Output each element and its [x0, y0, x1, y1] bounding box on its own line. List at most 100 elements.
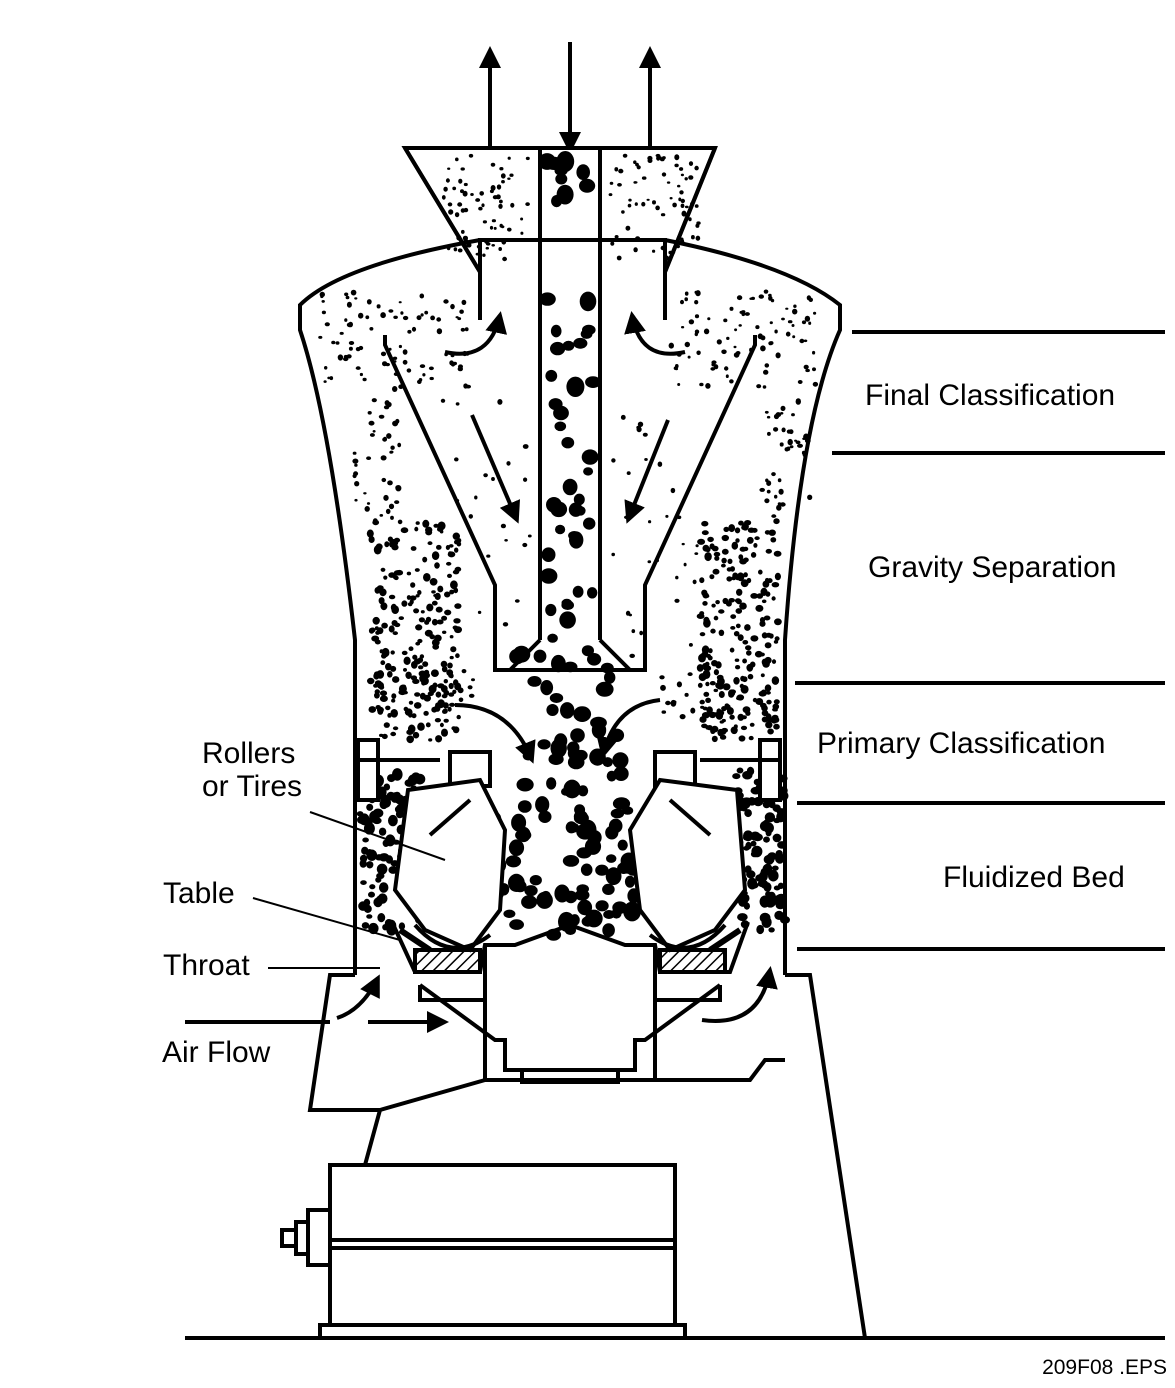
particle	[390, 445, 395, 450]
particle	[787, 438, 793, 446]
particle	[353, 471, 359, 476]
particle	[553, 405, 569, 421]
particle	[721, 557, 727, 564]
particle	[670, 250, 676, 255]
particle	[514, 599, 520, 603]
particle	[721, 349, 727, 355]
particle	[436, 328, 443, 335]
particle	[684, 297, 688, 302]
particle	[691, 235, 695, 240]
particle	[385, 362, 390, 367]
particle	[756, 384, 762, 389]
particle	[448, 544, 454, 548]
particle	[522, 542, 528, 548]
particle	[385, 508, 391, 515]
particle	[407, 329, 412, 334]
particle	[550, 341, 566, 356]
particle	[435, 735, 443, 743]
particle	[750, 635, 759, 642]
particle	[358, 312, 364, 319]
particle	[364, 506, 370, 512]
particle	[711, 603, 716, 608]
particle	[775, 352, 781, 359]
particle	[447, 573, 452, 579]
particle	[425, 529, 433, 536]
particle	[372, 616, 380, 625]
particle	[763, 836, 770, 843]
particle	[439, 722, 444, 728]
top-flow-arrows	[479, 42, 661, 154]
particle	[677, 383, 681, 386]
particle	[457, 687, 464, 694]
particle	[431, 590, 436, 594]
particle	[442, 630, 447, 634]
particle	[455, 653, 460, 659]
particle	[453, 587, 459, 594]
particle	[491, 244, 496, 247]
particle	[748, 735, 754, 741]
particle	[391, 698, 396, 703]
figure-id: 209F08 .EPS	[1042, 1356, 1167, 1379]
particle	[395, 485, 400, 490]
particle	[449, 589, 455, 595]
particle	[684, 291, 689, 296]
particle	[777, 882, 784, 889]
particle	[428, 684, 437, 694]
particle	[568, 502, 583, 517]
particle	[729, 306, 734, 311]
particle	[774, 494, 778, 499]
particle	[408, 700, 414, 705]
particle	[629, 653, 635, 659]
particle	[576, 823, 594, 840]
particle	[779, 442, 784, 447]
particle	[732, 773, 741, 780]
particle	[705, 546, 711, 553]
particle	[719, 734, 727, 740]
particle	[694, 314, 700, 319]
particle	[335, 341, 340, 345]
particle	[516, 777, 534, 792]
particle	[359, 372, 363, 377]
particle	[700, 653, 706, 658]
particle	[773, 518, 780, 525]
particle	[354, 498, 358, 502]
particle	[458, 697, 464, 703]
particle	[414, 692, 421, 697]
particle	[412, 678, 420, 685]
particle	[508, 839, 525, 856]
particle	[454, 547, 459, 553]
particle	[705, 681, 710, 687]
particle	[400, 311, 404, 315]
particle	[696, 221, 701, 225]
particle	[739, 558, 747, 565]
particle	[422, 661, 429, 667]
particle	[457, 366, 463, 372]
particle	[600, 662, 614, 674]
zone-separators	[795, 330, 1165, 951]
particle	[548, 753, 564, 765]
particle	[750, 593, 759, 599]
particle	[408, 646, 414, 651]
particle	[452, 726, 460, 734]
particle	[319, 291, 325, 298]
particle	[774, 912, 781, 918]
particle	[635, 162, 639, 167]
particle	[734, 658, 740, 662]
particle	[412, 774, 419, 782]
particle	[460, 327, 466, 332]
particle	[635, 236, 641, 241]
particle	[357, 815, 366, 825]
particle	[742, 640, 749, 645]
particle	[482, 253, 486, 257]
particle	[684, 177, 688, 181]
particle	[727, 558, 733, 564]
particle	[454, 626, 462, 634]
particle	[420, 610, 425, 614]
particle	[718, 609, 725, 614]
particle	[434, 718, 441, 723]
particle	[773, 723, 780, 730]
particle	[507, 156, 511, 160]
particle	[789, 445, 794, 449]
particle	[418, 665, 424, 670]
particle	[679, 167, 684, 171]
